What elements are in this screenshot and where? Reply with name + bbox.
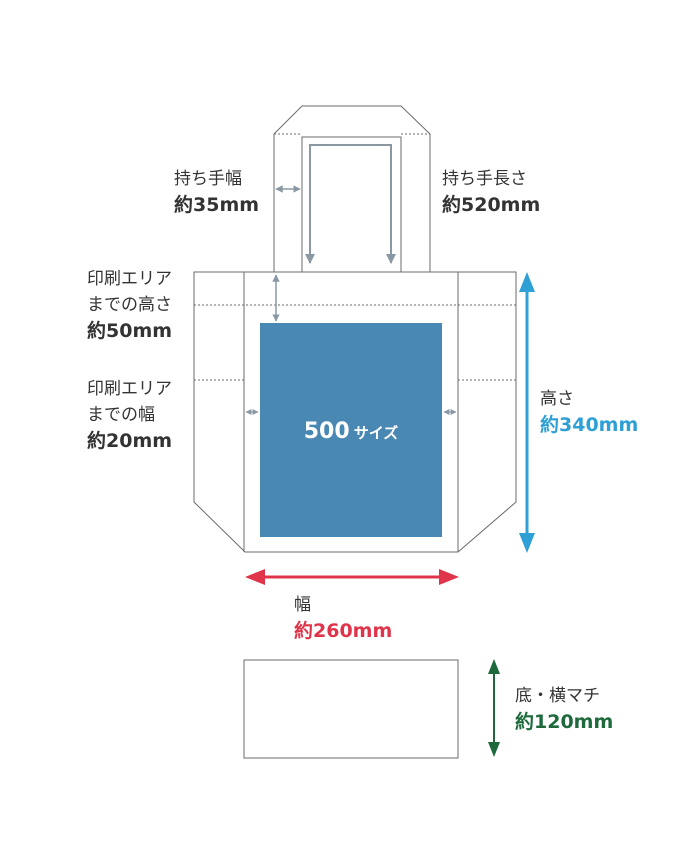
height-arrow	[519, 272, 535, 553]
width-value: 約260mm	[294, 620, 393, 642]
width-label: 幅 約260mm	[294, 592, 392, 644]
width-name: 幅	[294, 595, 311, 615]
print-to-side-value: 約20mm	[87, 430, 173, 452]
handle-length-label: 持ち手長さ 約520mm	[442, 166, 540, 218]
handle-length-value: 約520mm	[442, 194, 541, 216]
print-to-top-name-line2: までの高さ	[87, 295, 172, 315]
print-area	[260, 323, 442, 537]
print-to-top-name-line1: 印刷エリア	[87, 269, 172, 289]
height-label: 高さ 約340mm	[540, 386, 638, 438]
gusset-bottom	[243, 659, 459, 759]
gusset-value: 約120mm	[515, 711, 614, 733]
bag-body	[193, 271, 517, 553]
print-to-side-label: 印刷エリア までの幅 約20mm	[87, 376, 172, 454]
height-name: 高さ	[540, 389, 574, 409]
handle-length-arrow	[305, 144, 396, 264]
handle-width-name: 持ち手幅	[174, 169, 242, 189]
gusset-label: 底・横マチ 約120mm	[515, 683, 613, 735]
gusset-name: 底・横マチ	[515, 686, 600, 706]
bag-handle	[273, 105, 431, 272]
handle-length-name: 持ち手長さ	[442, 169, 527, 189]
handle-width-label: 持ち手幅 約35mm	[174, 166, 259, 218]
print-to-side-name-line2: までの幅	[87, 405, 155, 425]
print-size-unit: サイズ	[353, 424, 399, 442]
print-to-top-label: 印刷エリア までの高さ 約50mm	[87, 266, 172, 344]
print-to-top-value: 約50mm	[87, 320, 173, 342]
handle-width-value: 約35mm	[174, 194, 260, 216]
gusset-arrow	[488, 659, 500, 757]
height-value: 約340mm	[540, 414, 639, 436]
print-to-side-name-line1: 印刷エリア	[87, 379, 172, 399]
print-size-number: 500	[303, 419, 350, 444]
width-arrow	[245, 569, 459, 585]
